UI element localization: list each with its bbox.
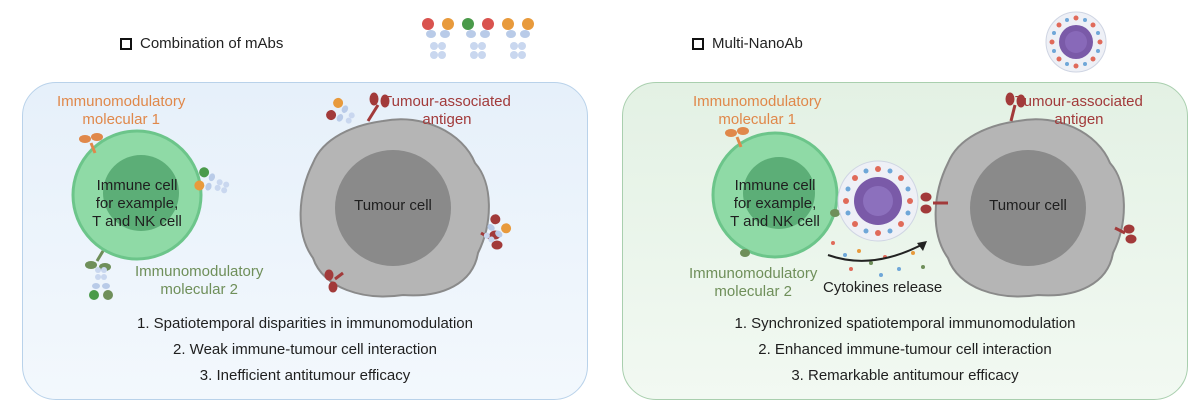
- legend-checkbox-icon: [120, 37, 132, 50]
- legend-illustrations: [422, 11, 1107, 73]
- panel-multi-nanoab: Immunomodulatory molecular 1 Immunomodul…: [622, 82, 1188, 400]
- antibody-icon: [326, 97, 355, 124]
- antibody-trio-icon: [422, 18, 534, 59]
- immuno1-label: Immunomodulatory molecular 1: [57, 93, 186, 128]
- immuno1-receptor-icon: [79, 133, 103, 154]
- legend-multi-nanoab: Multi-NanoAb: [692, 35, 803, 52]
- legend-combination-mabs: Combination of mAbs: [120, 35, 283, 52]
- list-item: 3. Remarkable antitumour efficacy: [791, 367, 1019, 384]
- list-item: 1. Spatiotemporal disparities in immunom…: [136, 315, 473, 332]
- tumour-antigen-icon: [920, 92, 1137, 244]
- tumour-cell-icon: [934, 118, 1125, 298]
- immuno1-label: Immunomodulatory molecular 1: [693, 93, 822, 128]
- immuno2-label: Immunomodulatory molecular 2: [135, 263, 264, 298]
- immune-cell-label: Immune cell for example, T and NK cell: [92, 177, 182, 230]
- cytokine-dots: [831, 241, 925, 277]
- left-conclusions-list: 1. Spatiotemporal disparities in immunom…: [23, 311, 587, 389]
- list-item: 1. Synchronized spatiotemporal immunomod…: [734, 315, 1076, 332]
- list-item: 2. Weak immune-tumour cell interaction: [173, 341, 437, 358]
- tumour-cell-label: Tumour cell: [989, 197, 1067, 214]
- list-item: 3. Inefficient antitumour efficacy: [199, 367, 411, 384]
- immuno1-receptor-icon: [725, 127, 749, 148]
- nanoab-particle-icon: [1045, 11, 1107, 73]
- right-panel-illustration: [711, 92, 1137, 298]
- antigen-label: Tumour-associated antigen: [383, 93, 511, 128]
- antibody-icon: [194, 167, 230, 194]
- right-conclusions-list: 1. Synchronized spatiotemporal immunomod…: [623, 311, 1187, 389]
- legend-checkbox-icon: [692, 37, 704, 50]
- immuno2-label: Immunomodulatory molecular 2: [689, 265, 818, 300]
- immune-cell-label: Immune cell for example, T and NK cell: [730, 177, 820, 230]
- arrowhead-icon: [917, 241, 927, 251]
- immuno2-receptor-icon: [740, 209, 840, 257]
- immune-cell-icon: [71, 129, 203, 261]
- cytokines-release-label: Cytokines release: [823, 279, 943, 296]
- legend-label: Multi-NanoAb: [712, 35, 803, 52]
- tumour-cell-label: Tumour cell: [354, 197, 432, 214]
- tumour-cell-icon: [299, 118, 490, 298]
- left-panel-illustration: [71, 92, 512, 300]
- legend-label: Combination of mAbs: [140, 35, 284, 52]
- nanoab-particle-icon: [837, 160, 919, 242]
- panel-combination-mabs: Immunomodulatory molecular 1 Immunomodul…: [22, 82, 588, 400]
- antigen-label: Tumour-associated antigen: [1015, 93, 1143, 128]
- cytokine-release-arrow: [827, 242, 926, 262]
- list-item: 2. Enhanced immune-tumour cell interacti…: [758, 341, 1052, 358]
- immune-cell-icon: [711, 131, 839, 259]
- antibody-icon: [89, 267, 113, 300]
- antibody-icon: [483, 214, 512, 243]
